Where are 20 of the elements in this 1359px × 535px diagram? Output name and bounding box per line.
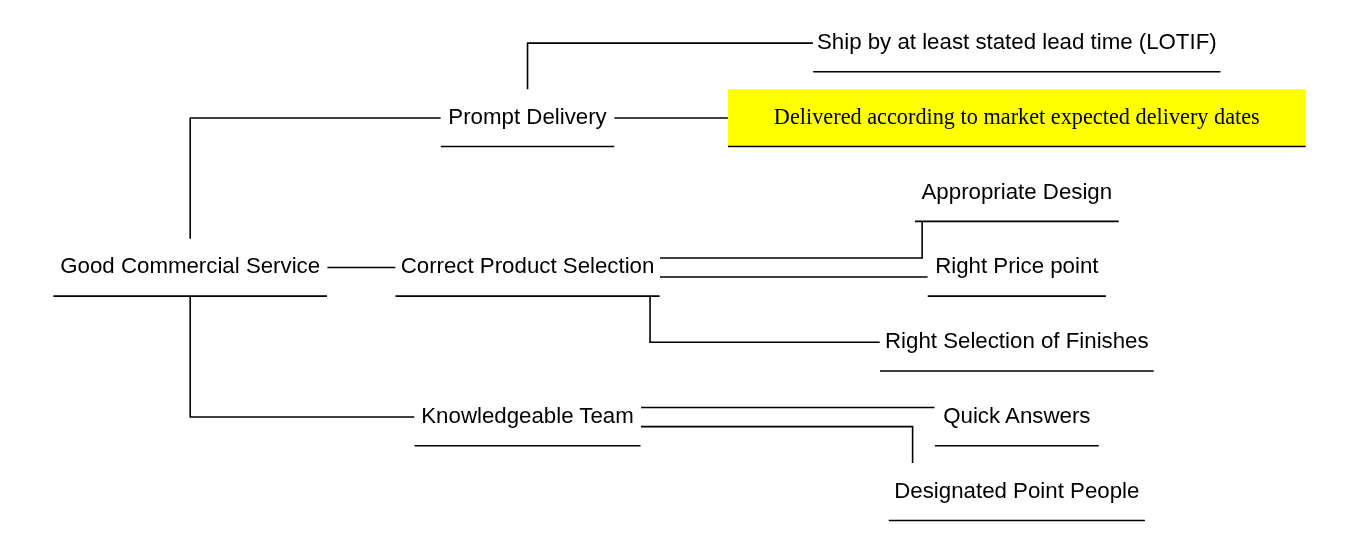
node-text: Correct Product Selection bbox=[400, 253, 655, 279]
connector bbox=[526, 42, 814, 90]
connector bbox=[640, 406, 936, 409]
connector bbox=[659, 220, 923, 259]
connector bbox=[649, 295, 881, 344]
node-text: Quick Answers bbox=[943, 402, 1091, 428]
node-text: Knowledgeable Team bbox=[421, 402, 634, 428]
node-text: Designated Point People bbox=[894, 477, 1140, 503]
connector bbox=[189, 295, 416, 418]
connector bbox=[640, 425, 914, 464]
node-text: Ship by at least stated lead time (LOTIF) bbox=[816, 29, 1217, 55]
node-text: Appropriate Design bbox=[921, 178, 1113, 204]
node-text: Prompt Delivery bbox=[448, 103, 607, 129]
connector bbox=[189, 117, 442, 240]
connector bbox=[326, 266, 397, 269]
node-text: Right Selection of Finishes bbox=[885, 328, 1149, 354]
connector bbox=[613, 117, 729, 119]
connector bbox=[659, 276, 929, 278]
node-text: Good Commercial Service bbox=[60, 253, 321, 279]
node-text: Right Price point bbox=[935, 253, 1099, 279]
